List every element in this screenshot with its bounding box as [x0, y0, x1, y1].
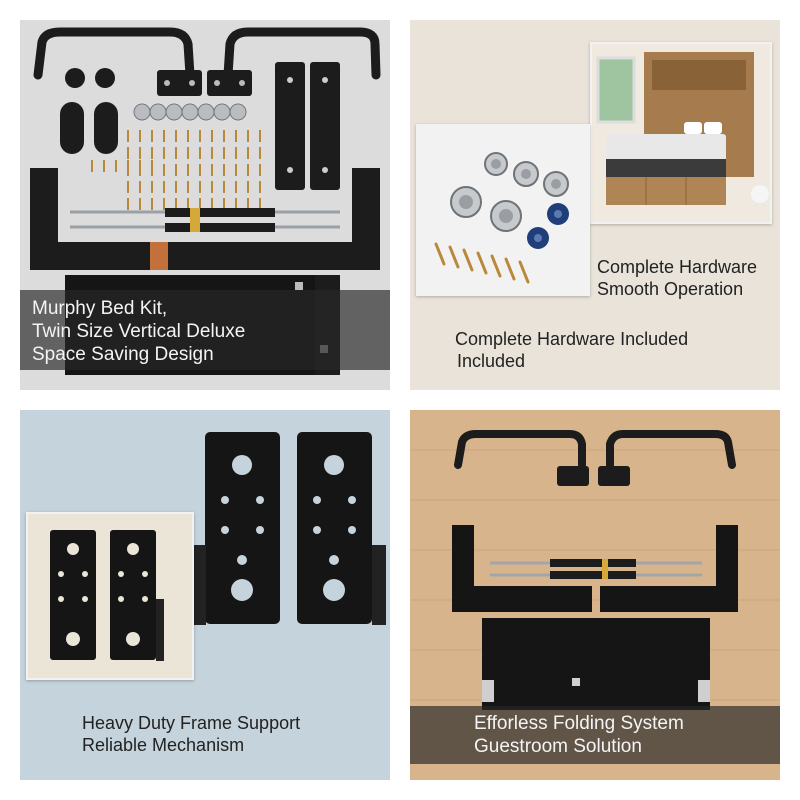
hardware-panel: Complete Hardware Smooth Operation Compl…: [410, 20, 780, 390]
caption-line: Guestroom Solution: [474, 736, 642, 757]
caption-line: Efforless Folding System: [474, 713, 684, 734]
kit-parts-panel: Murphy Bed Kit, Twin Size Vertical Delux…: [20, 20, 390, 390]
caption-line: Reliable Mechanism: [82, 735, 245, 755]
caption-band: Murphy Bed Kit, Twin Size Vertical Delux…: [20, 290, 390, 370]
frame-plates-illustration: [192, 432, 386, 625]
bedroom-illustration: [592, 44, 770, 222]
hardware-caption-bottom: Complete Hardware Included Included: [455, 328, 688, 372]
caption-band: Efforless Folding System Guestroom Solut…: [410, 706, 780, 764]
screw-icon: [518, 260, 530, 284]
screw-icon: [490, 254, 502, 278]
bearings-screws-illustration: [434, 152, 569, 284]
kit-caption: Murphy Bed Kit, Twin Size Vertical Delux…: [32, 297, 245, 366]
folding-kit-illustration: [410, 430, 780, 710]
folding-panel: Efforless Folding System Guestroom Solut…: [410, 410, 780, 780]
frame-closeup-photo: [26, 512, 194, 680]
caption-line: Smooth Operation: [597, 279, 744, 299]
hardware-caption-right: Complete Hardware Smooth Operation: [597, 256, 757, 300]
caption-line: Heavy Duty Frame Support: [82, 713, 301, 733]
caption-line: Space Saving Design: [32, 344, 214, 365]
caption-line: Complete Hardware Included: [455, 329, 689, 349]
screw-icon: [476, 251, 488, 275]
caption-line: Twin Size Vertical Deluxe: [32, 321, 246, 342]
small-plates-illustration: [50, 530, 164, 661]
frame-caption: Heavy Duty Frame Support Reliable Mechan…: [82, 712, 300, 756]
bedroom-photo: [590, 42, 772, 224]
folding-caption: Efforless Folding System Guestroom Solut…: [474, 712, 684, 758]
caption-line: Complete Hardware: [597, 257, 758, 277]
frame-panel: Heavy Duty Frame Support Reliable Mechan…: [20, 410, 390, 780]
screw-icon: [462, 248, 474, 272]
hardware-photo: [416, 124, 590, 296]
screw-icon: [448, 245, 460, 269]
screw-icon: [504, 257, 516, 281]
caption-line: Included: [457, 351, 526, 371]
caption-line: Murphy Bed Kit,: [32, 298, 168, 319]
screw-icon: [434, 242, 446, 266]
